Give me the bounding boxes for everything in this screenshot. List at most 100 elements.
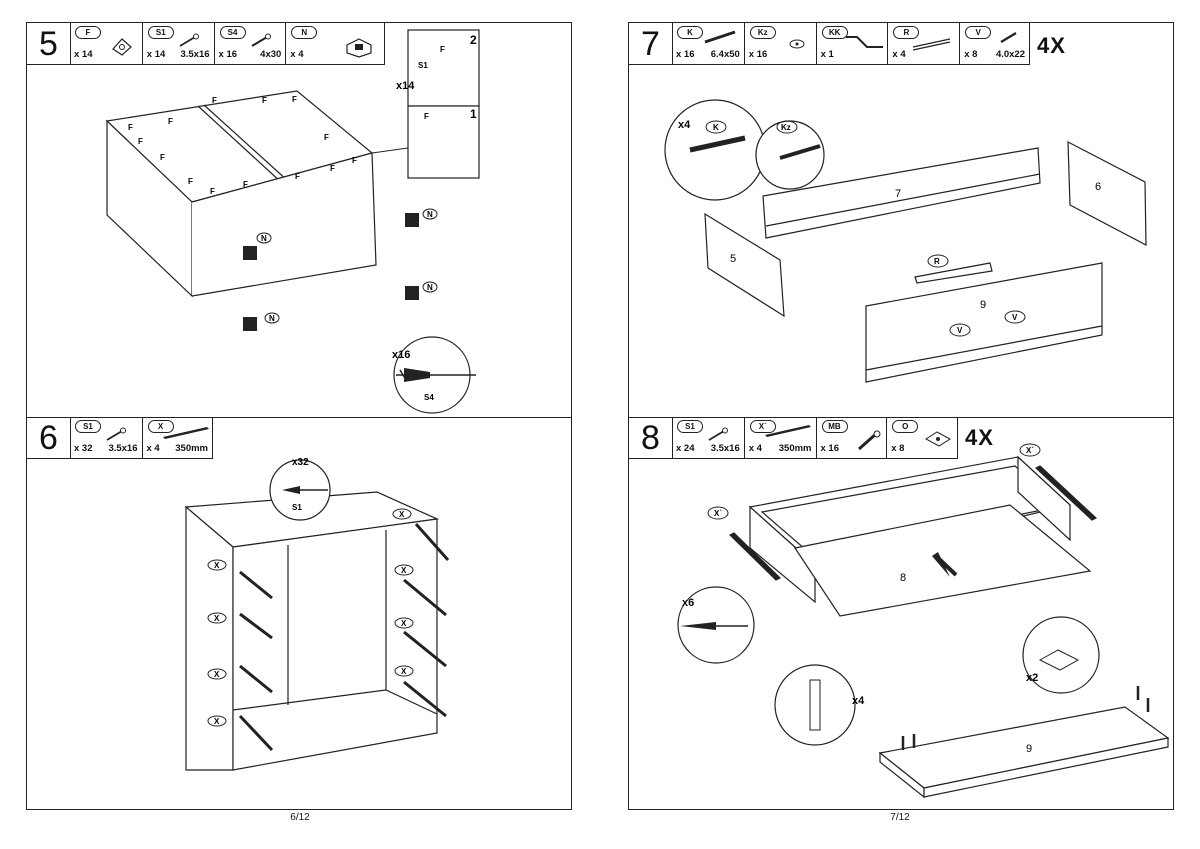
- part-S1: S1 x 32 3.5x16: [70, 417, 142, 459]
- cam-bolt-icon: [857, 430, 880, 451]
- step-5-illustration: FFF FFF FFF FFF FF N N N N 2 1 x14 S1 F …: [105, 29, 480, 414]
- part-qty: x 4: [748, 443, 762, 454]
- part-code: S1: [75, 420, 101, 433]
- step-number-7: 7: [629, 23, 673, 65]
- screw-icon: [704, 30, 736, 44]
- step-6-illustration: X X X X X X X X x32 S1: [184, 457, 450, 771]
- svg-text:F: F: [324, 133, 329, 142]
- part-code: S1: [677, 420, 703, 433]
- screw-icon: [106, 427, 126, 441]
- N-tag: N: [261, 234, 267, 243]
- qty-callout-x4: x4: [852, 695, 865, 707]
- N-tag: N: [427, 210, 433, 219]
- screw-icon: [179, 33, 199, 47]
- X-tag: X: [214, 614, 220, 623]
- part-F: F x 14: [70, 23, 142, 65]
- part-dim: 3.5x16: [180, 49, 210, 60]
- svg-text:F: F: [160, 153, 165, 162]
- F-tag: F: [440, 45, 445, 54]
- quantity-multiplier: 4X: [1037, 33, 1066, 58]
- parts-list-step-5: F x 14 S1 x 14 3.5x16 S4 x 16 4x30 N x 4: [70, 23, 385, 65]
- part-qty: x 14: [146, 49, 166, 60]
- part-dim: 350mm: [175, 443, 208, 454]
- F-labels: FFF FFF FFF FFF FF: [128, 95, 357, 196]
- part-qty: x 16: [218, 49, 238, 60]
- X-tag: X: [214, 561, 220, 570]
- part-dim: 3.5x16: [710, 443, 740, 454]
- part-S1: S1 x 14 3.5x16: [141, 23, 214, 65]
- step-number-6: 6: [27, 417, 71, 459]
- part-MB: MB x 16: [815, 417, 887, 459]
- step-number-5: 5: [27, 23, 71, 65]
- qty-callout-x2: x2: [1026, 672, 1038, 684]
- part-qty: x 14: [74, 49, 93, 60]
- part-qty: x 8: [964, 49, 978, 60]
- step-divider: [629, 417, 1173, 418]
- page-frame: 7 K x 16 6.4x50 Kz x 16 KK x 1 R x 4: [628, 22, 1174, 810]
- step-7-illustration: 7 5 6 9 R V V K Kz x4: [664, 99, 1147, 383]
- quantity-multiplier: 4X: [965, 425, 994, 450]
- part-dim: 6.4x50: [710, 49, 740, 60]
- R-tag: R: [934, 257, 940, 266]
- V-tag: V: [957, 326, 963, 335]
- svg-text:F: F: [138, 137, 143, 146]
- part-qty: x 1: [820, 49, 834, 60]
- panel-9-label: 9: [1026, 743, 1032, 755]
- part-code: S1: [147, 26, 174, 39]
- svg-text:F: F: [352, 156, 357, 165]
- X-tag: X: [214, 670, 220, 679]
- part-qty: x 16: [748, 49, 768, 60]
- cap-icon: [789, 39, 805, 49]
- X-tag: X: [399, 510, 405, 519]
- part-code: N: [291, 26, 318, 39]
- svg-text:F: F: [292, 95, 297, 104]
- part-code: S4: [219, 26, 246, 39]
- part-KK: KK x 1: [815, 23, 888, 65]
- svg-text:F: F: [243, 180, 248, 189]
- S1-tag: S1: [418, 61, 428, 70]
- part-R: R x 4: [887, 23, 959, 65]
- part-X: X x 4 350mm: [141, 417, 213, 459]
- parts-list-step-7: K x 16 6.4x50 Kz x 16 KK x 1 R x 4 V: [672, 23, 1030, 65]
- page-number: 7/12: [890, 812, 910, 823]
- panel-6-label: 6: [1095, 181, 1101, 193]
- part-O: O x 8: [886, 417, 957, 459]
- step-divider: [27, 417, 571, 418]
- part-qty: x 8: [891, 443, 905, 454]
- svg-text:F: F: [188, 177, 193, 186]
- part-X-prime: X` x 4 350mm: [743, 417, 816, 459]
- part-qty: x 16: [676, 49, 695, 60]
- step-8-illustration: 8 9 X` X` MB O S1 x6 x4 x2: [677, 443, 1170, 799]
- svg-text:F: F: [210, 187, 215, 196]
- X-tag: X: [401, 566, 407, 575]
- qty-callout-x32: x32: [292, 457, 309, 468]
- part-code: O: [892, 420, 919, 433]
- part-code: X: [147, 420, 174, 433]
- part-S4: S4 x 16 4x30: [213, 23, 286, 65]
- qty-callout-x16: x16: [392, 349, 410, 361]
- X-prime-tag: X`: [1026, 446, 1034, 455]
- part-code: V: [965, 26, 992, 39]
- part-V: V x 8 4.0x22: [959, 23, 1029, 65]
- Kz-tag: Kz: [781, 123, 791, 132]
- N-tag: N: [427, 283, 433, 292]
- step-number-8: 8: [629, 417, 673, 459]
- panel-8-label: 8: [900, 572, 906, 584]
- screw-icon: [708, 427, 728, 441]
- detail-step-1: 1: [470, 107, 477, 121]
- part-code: K: [677, 26, 703, 39]
- svg-text:F: F: [262, 96, 267, 105]
- svg-text:F: F: [212, 96, 217, 105]
- part-code: X`: [749, 420, 776, 433]
- X-tag: X: [401, 619, 407, 628]
- part-Kz: Kz x 16: [743, 23, 816, 65]
- part-code: KK: [821, 26, 848, 39]
- part-dim: 350mm: [778, 443, 812, 454]
- detail-step-2: 2: [470, 33, 477, 47]
- svg-text:F: F: [168, 117, 173, 126]
- S4-tag: S4: [424, 393, 434, 402]
- S1-tag: S1: [292, 503, 302, 512]
- panel-5-label: 5: [730, 253, 736, 265]
- panel-7-label: 7: [895, 188, 901, 200]
- part-qty: x 24: [676, 443, 695, 454]
